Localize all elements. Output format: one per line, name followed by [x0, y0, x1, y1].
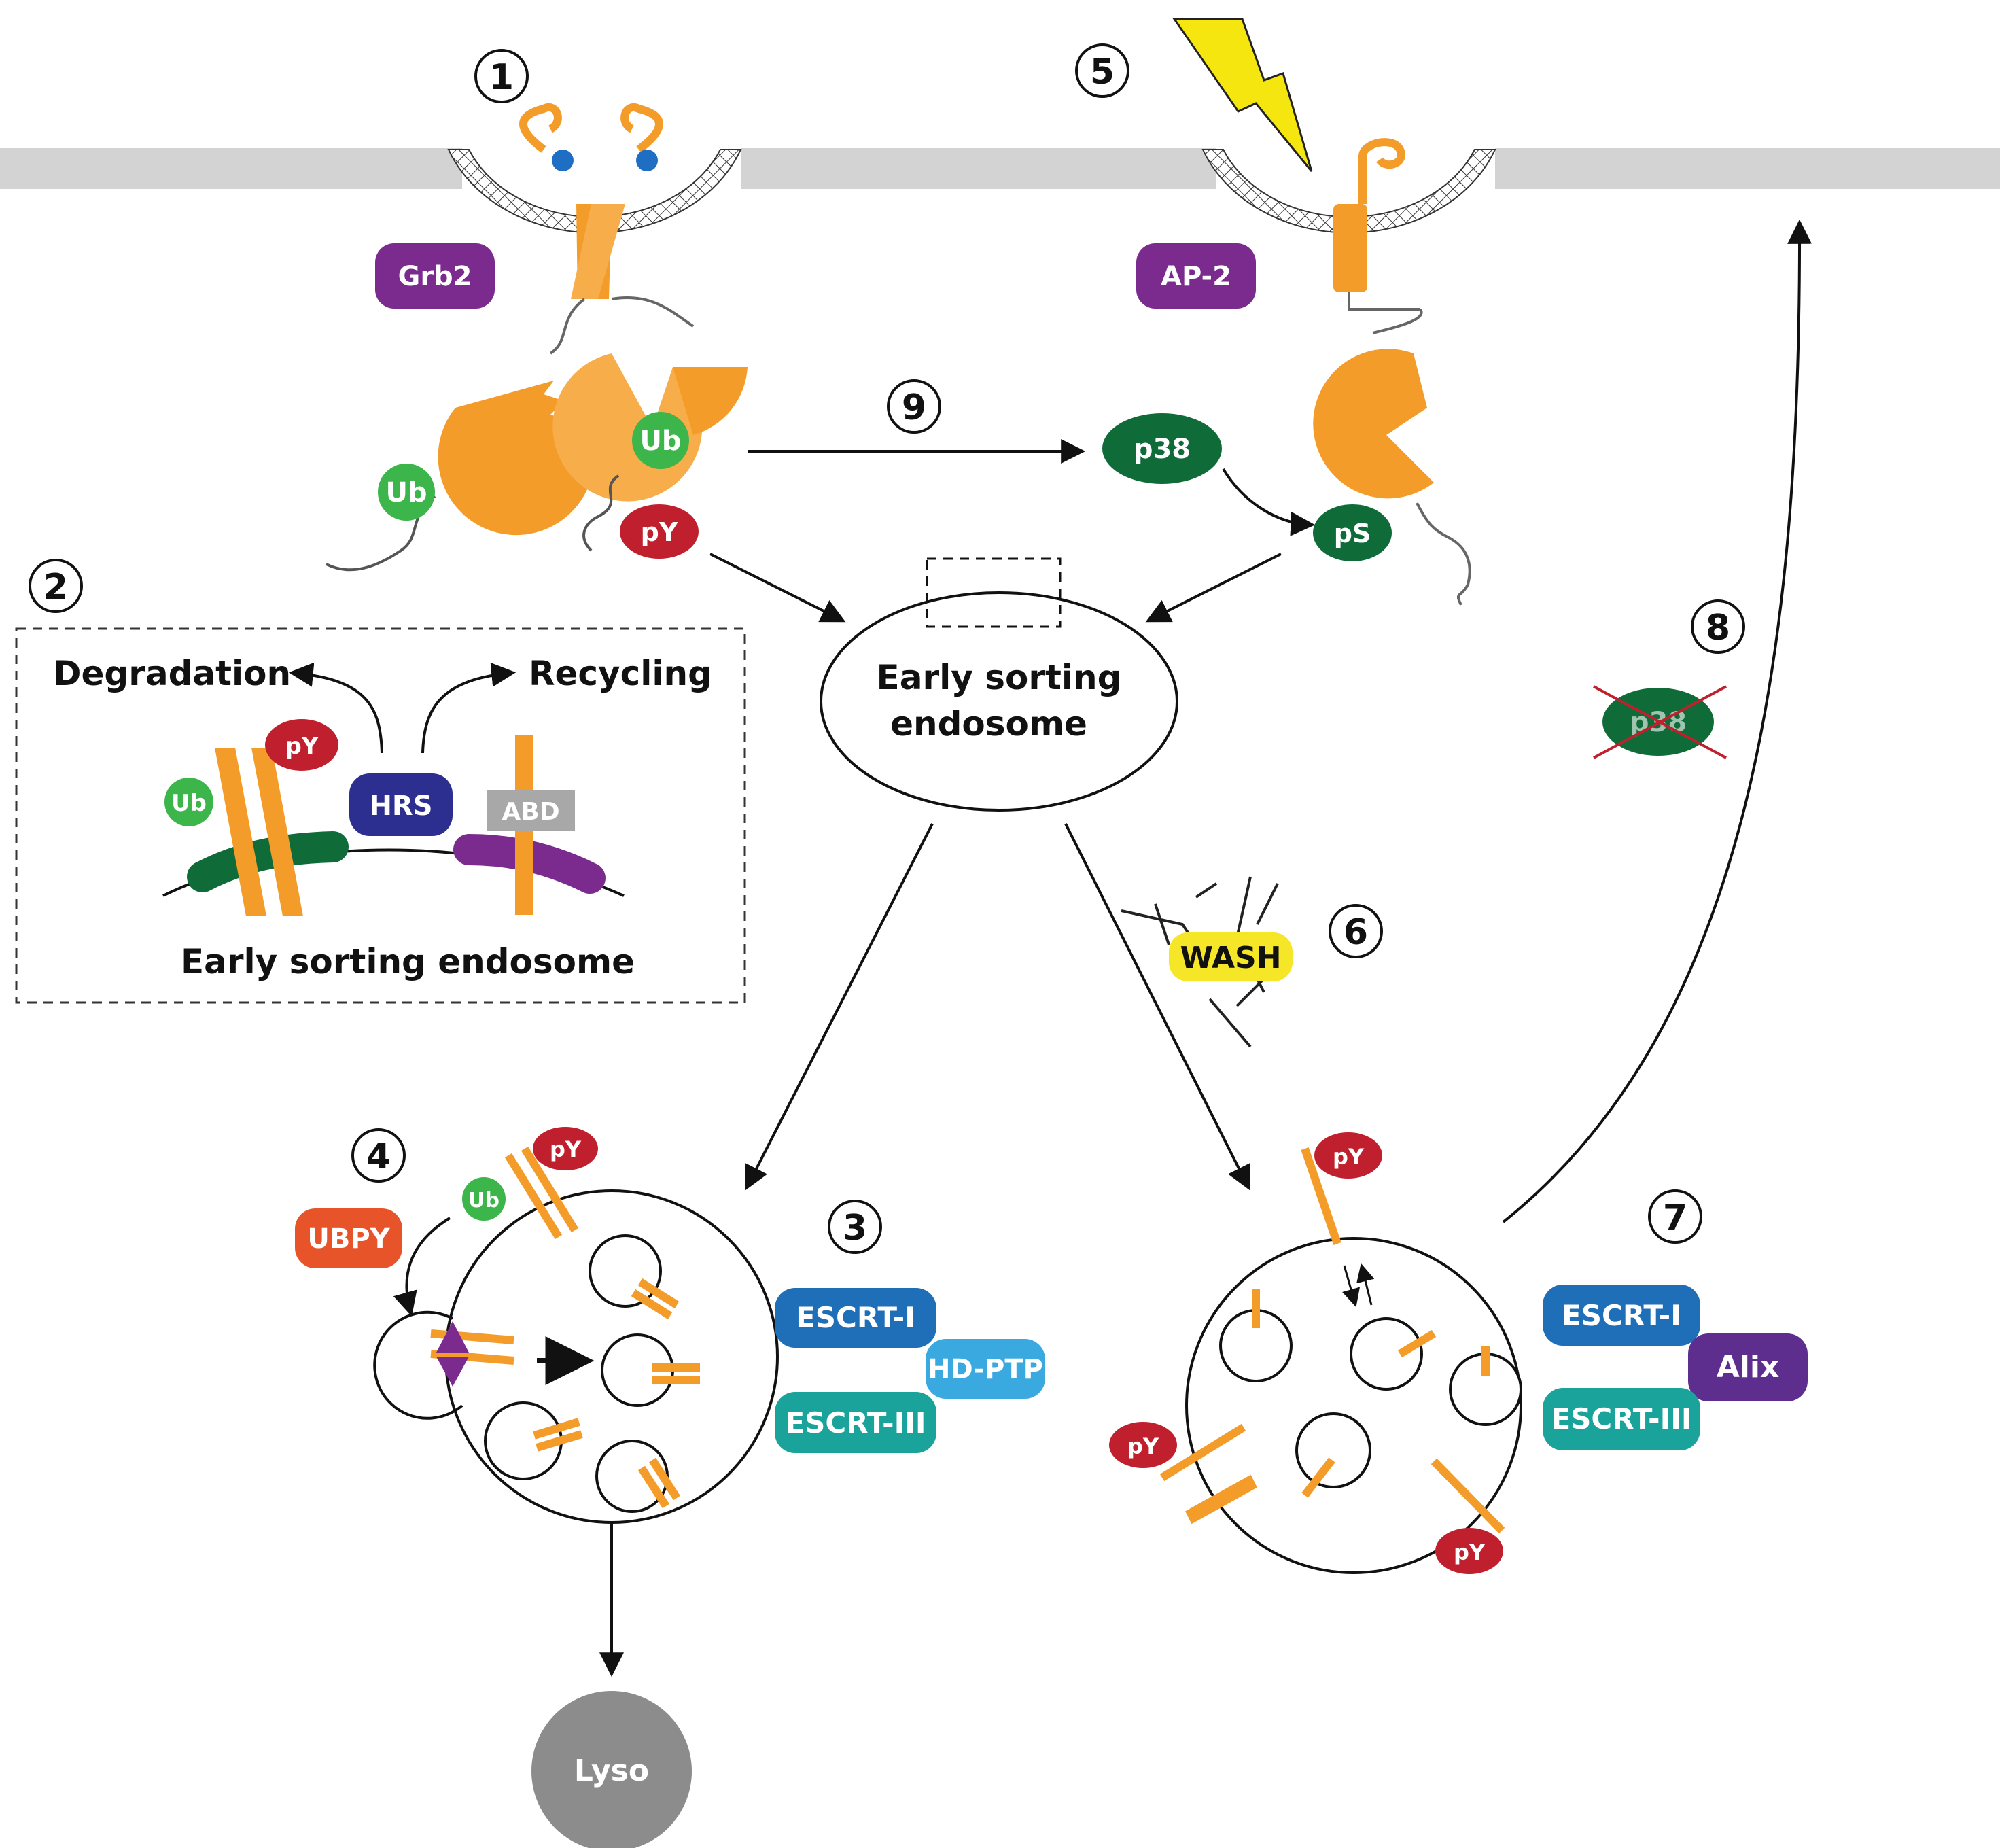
step-marker-8: 8: [1691, 599, 1745, 654]
svg-text:pY: pY: [1454, 1539, 1486, 1565]
ubpy-badge: UBPY: [295, 1208, 402, 1268]
svg-text:Ub: Ub: [385, 477, 427, 508]
escrt3-badge-left: ESCRT-III: [775, 1392, 936, 1453]
svg-text:Early sorting endosome: Early sorting endosome: [181, 942, 635, 981]
escrt3-badge-right: ESCRT-III: [1543, 1388, 1700, 1450]
svg-text:pS: pS: [1334, 519, 1371, 548]
clathrin-pit-5: [1201, 149, 1496, 234]
egfr-monomer-receptor: [1313, 138, 1471, 606]
step-marker-9: 9: [887, 379, 941, 434]
svg-text:UBPY: UBPY: [307, 1223, 390, 1255]
svg-text:7: 7: [1663, 1198, 1687, 1238]
early-sorting-endosome: Early sorting endosome: [820, 557, 1178, 812]
svg-text:Lyso: Lyso: [574, 1754, 649, 1788]
ub-badge-mvb: Ub: [462, 1177, 506, 1221]
svg-text:Ub: Ub: [171, 790, 207, 817]
svg-text:Ub: Ub: [639, 425, 681, 457]
svg-text:8: 8: [1706, 608, 1730, 648]
py-badge-recycling-bottom: pY: [1435, 1528, 1503, 1574]
svg-text:pY: pY: [550, 1136, 582, 1162]
svg-text:pY: pY: [1127, 1433, 1159, 1459]
escrt1-badge-left: ESCRT-I: [775, 1288, 936, 1348]
svg-text:HRS: HRS: [369, 790, 432, 822]
svg-text:Grb2: Grb2: [398, 261, 472, 292]
svg-text:ABD: ABD: [502, 798, 559, 826]
lysosome: Lyso: [531, 1691, 692, 1848]
hdptp-badge: HD-PTP: [926, 1339, 1045, 1399]
py-badge-inset: pY: [265, 719, 338, 771]
step-marker-5: 5: [1075, 43, 1129, 98]
svg-text:Degradation: Degradation: [53, 654, 291, 693]
svg-text:9: 9: [902, 387, 926, 428]
stimulus-lightning-icon: [1172, 18, 1313, 172]
svg-text:ESCRT-III: ESCRT-III: [1551, 1402, 1691, 1435]
step-marker-2: 2: [29, 559, 83, 613]
svg-text:Alix: Alix: [1717, 1350, 1780, 1384]
py-badge-receptor1: pY: [620, 504, 699, 559]
p38-inhibited-badge: p38: [1593, 685, 1727, 759]
py-badge-recycling-left: pY: [1109, 1422, 1177, 1468]
wash-actin-complex: WASH: [1121, 876, 1293, 1048]
step-marker-1: 1: [474, 49, 529, 103]
svg-text:p38: p38: [1134, 434, 1191, 465]
svg-text:WASH: WASH: [1180, 941, 1281, 975]
svg-text:ESCRT-III: ESCRT-III: [785, 1406, 926, 1440]
ub-badge-right: Ub: [632, 412, 689, 469]
svg-text:Recycling: Recycling: [529, 654, 712, 693]
svg-text:pY: pY: [285, 733, 319, 760]
hrs-badge: HRS: [349, 773, 453, 836]
plasma-membrane: [0, 148, 2000, 189]
svg-text:2: 2: [43, 567, 68, 608]
svg-text:endosome: endosome: [890, 704, 1087, 744]
svg-text:5: 5: [1090, 52, 1115, 92]
arrow-endosome-to-recycling: [1064, 823, 1250, 1191]
ub-badge-inset: Ub: [164, 778, 213, 826]
clathrin-pit-1: [447, 149, 742, 234]
arrow-endosome-to-degradation: [745, 823, 934, 1191]
svg-text:ESCRT-I: ESCRT-I: [1562, 1299, 1681, 1332]
svg-text:1: 1: [489, 57, 514, 98]
ps-badge: pS: [1313, 504, 1392, 561]
arrow-receptor1-to-endosome: [709, 553, 846, 623]
p38-badge: p38: [1102, 413, 1222, 484]
alix-badge: Alix: [1688, 1333, 1808, 1401]
py-badge-mvb: pY: [533, 1127, 598, 1170]
ap2-badge: AP-2: [1136, 243, 1256, 309]
abd-badge: ABD: [487, 790, 575, 831]
svg-text:4: 4: [366, 1136, 391, 1177]
step-marker-6: 6: [1329, 904, 1383, 958]
arrow-p38-to-ps: [1222, 468, 1316, 536]
recycling-mvb: [1159, 1147, 1522, 1574]
svg-text:AP-2: AP-2: [1161, 261, 1231, 292]
inset-sorting-detail: Degradation Recycling Ub pY HRS ABD Earl…: [15, 627, 746, 1004]
step-marker-4: 4: [351, 1128, 406, 1183]
step-marker-3: 3: [828, 1200, 882, 1254]
svg-text:Early sorting: Early sorting: [877, 658, 1122, 697]
step-marker-7: 7: [1648, 1189, 1702, 1244]
svg-text:Ub: Ub: [468, 1189, 499, 1213]
svg-text:3: 3: [843, 1208, 867, 1249]
grb2-badge: Grb2: [375, 243, 495, 309]
svg-text:6: 6: [1344, 912, 1368, 953]
arrow-receptor5-to-endosome: [1145, 553, 1282, 623]
ub-badge-left: Ub: [378, 464, 435, 521]
degradative-mvb: [373, 1146, 779, 1524]
svg-text:pY: pY: [641, 517, 678, 547]
arrow-recycling-to-membrane: [1502, 219, 1812, 1223]
svg-text:ESCRT-I: ESCRT-I: [796, 1301, 915, 1334]
py-badge-recycling-top: pY: [1314, 1132, 1382, 1179]
escrt1-badge-right: ESCRT-I: [1543, 1285, 1700, 1346]
svg-text:HD-PTP: HD-PTP: [928, 1354, 1043, 1385]
svg-text:pY: pY: [1333, 1144, 1365, 1170]
